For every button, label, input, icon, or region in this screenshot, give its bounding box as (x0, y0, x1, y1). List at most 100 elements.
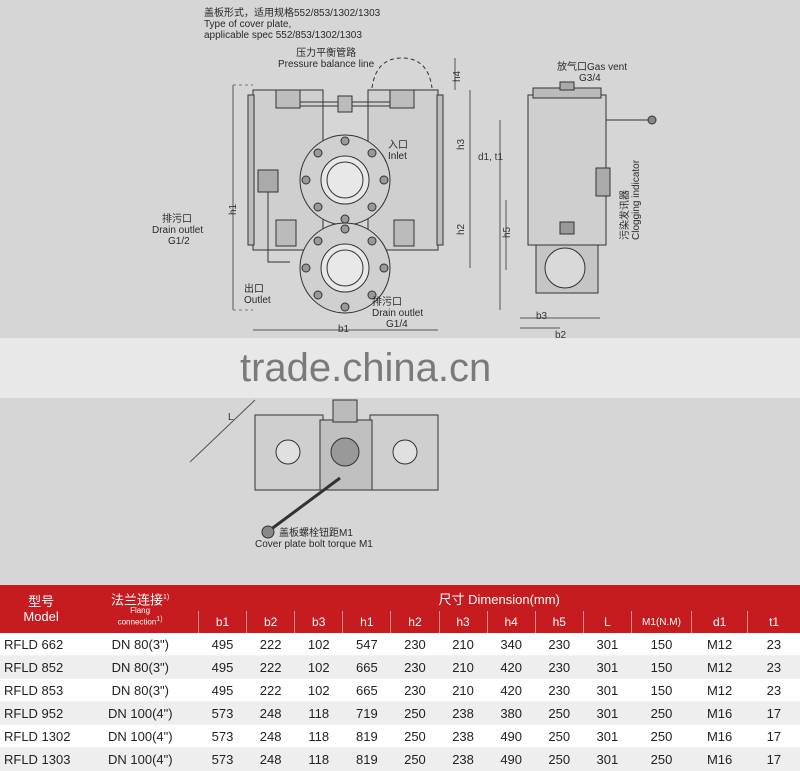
value-cell-b2: 248 (246, 747, 295, 771)
flange-cell: DN 100(4") (82, 701, 199, 725)
dim-h3: h3 (456, 138, 467, 150)
value-cell-b3: 118 (294, 724, 343, 748)
value-cell-h1: 547 (342, 633, 391, 656)
watermark-text: trade.china.cn (240, 346, 492, 390)
value-cell-l: 301 (583, 655, 632, 679)
dim-b1: b1 (338, 324, 350, 335)
technical-drawing (189, 57, 657, 539)
dimension-table-container: 型号 Model 法兰连接1) Flang connection1) 尺寸 Di… (0, 585, 800, 771)
column-header-b3: b3 (294, 611, 343, 633)
value-cell-b2: 222 (246, 655, 295, 679)
value-cell-l: 301 (583, 724, 632, 748)
flange-cell: DN 80(3") (82, 678, 199, 702)
top-view (189, 399, 439, 539)
dim-h5: h5 (502, 226, 513, 238)
value-cell-t1: 17 (747, 701, 800, 725)
dim-b2: b2 (555, 330, 567, 341)
dim-b3: b3 (536, 311, 548, 322)
model-cell: RFLD 952 (0, 701, 83, 725)
value-cell-t1: 23 (747, 633, 800, 656)
value-cell-d1: M12 (691, 678, 748, 702)
inlet-label: 入口 Inlet (388, 140, 408, 162)
value-cell-l: 301 (583, 747, 632, 771)
value-cell-h1: 665 (342, 655, 391, 679)
value-cell-h1: 819 (342, 747, 391, 771)
value-cell-h2: 250 (390, 724, 439, 748)
value-cell-h3: 210 (439, 633, 488, 656)
dim-L: L (228, 412, 234, 423)
value-cell-m1-n-m-: 250 (631, 701, 692, 725)
value-cell-d1: M16 (691, 701, 748, 725)
column-header-h5: h5 (534, 611, 584, 633)
value-cell-h5: 250 (535, 724, 584, 748)
value-cell-t1: 23 (747, 678, 800, 702)
dim-h4: h4 (452, 70, 463, 82)
dim-h1: h1 (228, 203, 239, 215)
value-cell-d1: M12 (691, 633, 748, 656)
value-cell-h4: 420 (487, 655, 536, 679)
value-cell-h3: 238 (439, 701, 488, 725)
value-cell-b2: 248 (246, 724, 295, 748)
flange-cell: DN 100(4") (82, 747, 199, 771)
column-header-m1-n-m-: M1(N.M) (630, 611, 692, 633)
value-cell-b1: 495 (198, 655, 247, 679)
value-cell-m1-n-m-: 250 (631, 747, 692, 771)
column-header-h2: h2 (390, 611, 439, 633)
value-cell-h2: 250 (390, 747, 439, 771)
dim-h2: h2 (456, 223, 467, 235)
side-view (499, 81, 657, 329)
value-cell-m1-n-m-: 250 (631, 724, 692, 748)
pressure-balance-line-label: 压力平衡管路 Pressure balance line (278, 48, 375, 70)
value-cell-h5: 250 (535, 701, 584, 725)
flange-cell: DN 80(3") (82, 633, 199, 656)
value-cell-h5: 230 (535, 633, 584, 656)
flange-header: 法兰连接1) Flang connection1) (82, 585, 199, 633)
value-cell-b3: 102 (294, 655, 343, 679)
value-cell-d1: M12 (691, 655, 748, 679)
value-cell-h4: 490 (487, 747, 536, 771)
drain-outlet-left-label: 排污口 Drain outlet G1/2 (152, 214, 204, 247)
column-header-l: L (582, 611, 632, 633)
model-header: 型号 Model (0, 585, 83, 633)
column-header-b2: b2 (246, 611, 295, 633)
model-cell: RFLD 852 (0, 655, 83, 679)
column-header-d1: d1 (691, 611, 748, 633)
value-cell-d1: M16 (691, 747, 748, 771)
value-cell-h4: 490 (487, 724, 536, 748)
value-cell-h5: 250 (535, 747, 584, 771)
model-cell: RFLD 1303 (0, 747, 83, 771)
clogging-indicator-label: 污染发讯器 Clogging indicator (620, 159, 642, 240)
gas-vent-label: 放气口Gas vent G3/4 (557, 62, 628, 84)
value-cell-b1: 573 (198, 724, 247, 748)
value-cell-b2: 222 (246, 633, 295, 656)
value-cell-b1: 573 (198, 747, 247, 771)
value-cell-l: 301 (583, 678, 632, 702)
value-cell-b3: 102 (294, 633, 343, 656)
flange-cell: DN 100(4") (82, 724, 199, 748)
value-cell-m1-n-m-: 150 (631, 655, 692, 679)
value-cell-m1-n-m-: 150 (631, 678, 692, 702)
value-cell-b2: 222 (246, 678, 295, 702)
value-cell-l: 301 (583, 701, 632, 725)
model-cell: RFLD 662 (0, 633, 83, 656)
model-cell: RFLD 853 (0, 678, 83, 702)
value-cell-h3: 210 (439, 655, 488, 679)
value-cell-h2: 230 (390, 655, 439, 679)
dimension-table: 型号 Model 法兰连接1) Flang connection1) 尺寸 Di… (0, 585, 800, 771)
value-cell-h4: 420 (487, 678, 536, 702)
column-header-h1: h1 (342, 611, 391, 633)
drain-outlet-bottom-label: 排污口 Drain outlet G1/4 (372, 297, 424, 330)
value-cell-h4: 340 (487, 633, 536, 656)
value-cell-h3: 210 (439, 678, 488, 702)
value-cell-b3: 102 (294, 678, 343, 702)
value-cell-h2: 250 (390, 701, 439, 725)
flange-cell: DN 80(3") (82, 655, 199, 679)
